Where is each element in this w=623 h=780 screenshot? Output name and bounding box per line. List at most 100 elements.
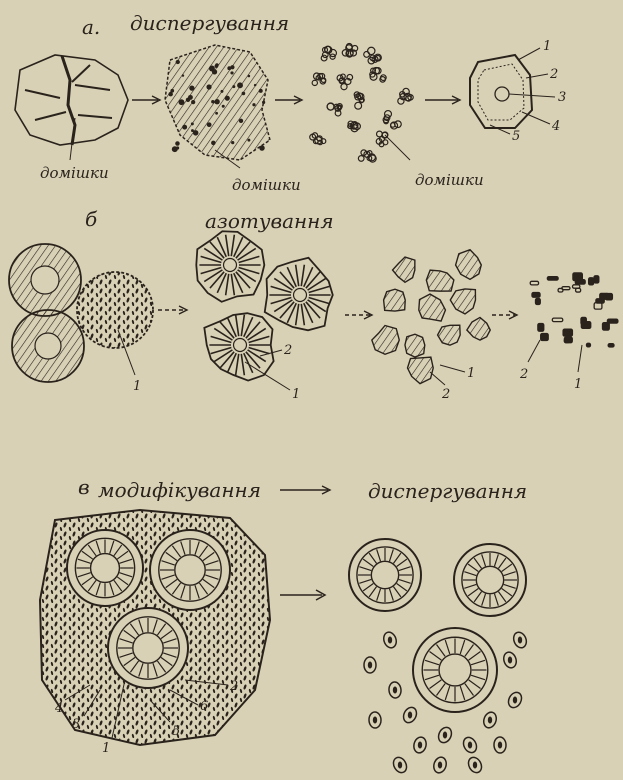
raw-crystal (15, 55, 128, 145)
panel-a-letter: а. (82, 15, 100, 39)
impurity-dot (176, 146, 179, 149)
panel-c-letter: в (78, 475, 90, 499)
impurity-dot (176, 60, 180, 64)
cluster-2-leader-1 (245, 362, 290, 390)
fine-particle (603, 323, 610, 330)
fine-particle (606, 294, 613, 300)
dispersed-grain (321, 46, 336, 61)
impurity-dot (225, 96, 230, 101)
fine-particle (607, 319, 618, 323)
impurity-dot (179, 99, 185, 105)
cluster-4-leader-2 (528, 340, 540, 362)
impurity-dot (189, 86, 194, 91)
released-particle (391, 755, 409, 775)
grain-cluster-nitrided (196, 231, 332, 380)
panel-a: а. диспергування (15, 11, 566, 194)
fragmented-grain (467, 317, 490, 340)
fine-particle (573, 273, 582, 281)
fine-particle (576, 288, 581, 292)
impurity-dot (191, 100, 195, 104)
released-particle (461, 735, 479, 755)
impurity-dot (259, 89, 263, 93)
impurity-dot (231, 141, 234, 144)
fine-particle (562, 287, 570, 290)
matrix-label-2: 2 (229, 679, 238, 694)
fine-particle (589, 278, 594, 285)
dispersed-grain (354, 92, 364, 109)
impurity-dot (239, 119, 243, 123)
fine-particle (552, 318, 562, 321)
caption-impurities-2: домішки (232, 176, 301, 194)
fragmented-grain (407, 357, 433, 384)
dispersed-grain (337, 74, 353, 90)
dispersed-grain (358, 150, 376, 162)
impurity-dot (248, 75, 251, 78)
impurity-dot (230, 71, 233, 74)
matrix-label-1: 1 (102, 741, 110, 756)
impurity-dot (254, 84, 256, 86)
dispersed-grain (348, 121, 361, 132)
fine-particle (608, 344, 614, 347)
dispersed-grain (310, 133, 326, 145)
panel-b-letter: б (85, 207, 98, 231)
released-particle (432, 756, 448, 775)
impurity-dot (215, 64, 219, 68)
impurity-dot (237, 82, 243, 88)
grain-cluster-initial: 1 (9, 244, 153, 394)
released-particle (369, 712, 381, 728)
nitrided-grain (196, 231, 264, 302)
fine-particle (532, 293, 540, 298)
impurity-dot (242, 92, 246, 96)
grain-label-3: 3 (558, 90, 566, 105)
fragmented-grain (426, 270, 454, 291)
caption-3-leader (385, 135, 410, 160)
fragmented-grain (456, 250, 482, 280)
cluster-3-label-2: 2 (441, 387, 450, 402)
cluster-3-leader-1 (440, 365, 465, 372)
impurity-dot (191, 122, 194, 125)
impurity-dot (247, 139, 250, 142)
impurity-dot (227, 66, 231, 70)
impurity-dot (232, 85, 235, 88)
dispersed-grain (383, 111, 401, 129)
released-particle (388, 681, 401, 698)
matrix-label-5: 5 (172, 724, 180, 739)
grain-label-5: 5 (512, 129, 520, 144)
panel-b-title: азотування (205, 209, 334, 233)
impurity-dot (212, 69, 217, 74)
fine-particle (535, 299, 540, 305)
fragmented-grain (393, 257, 415, 282)
matrix-label-4: 4 (54, 701, 63, 716)
panel-b: б азотування 1 2 1 1 2 (9, 207, 618, 402)
impurity-dot (211, 141, 216, 146)
released-particle (401, 705, 419, 725)
impurity-dot (182, 74, 184, 76)
impurity-dot (262, 101, 265, 104)
grain-label-2: 2 (549, 67, 558, 82)
cluster-2-label-2: 2 (283, 343, 292, 358)
caption-impurities-1: домішки (40, 164, 109, 182)
dispersed-grain (327, 103, 342, 116)
fine-particle (564, 339, 569, 343)
impurity-dot (182, 125, 187, 130)
cluster-4-leader-1 (578, 345, 582, 372)
result-grain (454, 544, 526, 616)
released-particle (412, 736, 428, 754)
fine-particle (594, 276, 599, 283)
fine-particles (530, 273, 618, 347)
impurity-dot (168, 92, 173, 97)
impurity-dot (206, 84, 211, 89)
fragmented-grain (372, 325, 399, 354)
released-particle (382, 630, 399, 649)
fine-particle (596, 299, 604, 303)
dispersed-grain (364, 47, 382, 64)
modified-matrix: 2 6 5 1 3 4 (40, 510, 270, 756)
fine-particle (547, 277, 558, 280)
cluster-4-label-1: 1 (574, 377, 582, 392)
fragmented-grain (419, 294, 446, 321)
impurity-dot (214, 99, 219, 104)
released-particle (436, 725, 454, 745)
cluster-2-label-1: 1 (292, 387, 300, 402)
fragmented-grain (438, 325, 461, 345)
